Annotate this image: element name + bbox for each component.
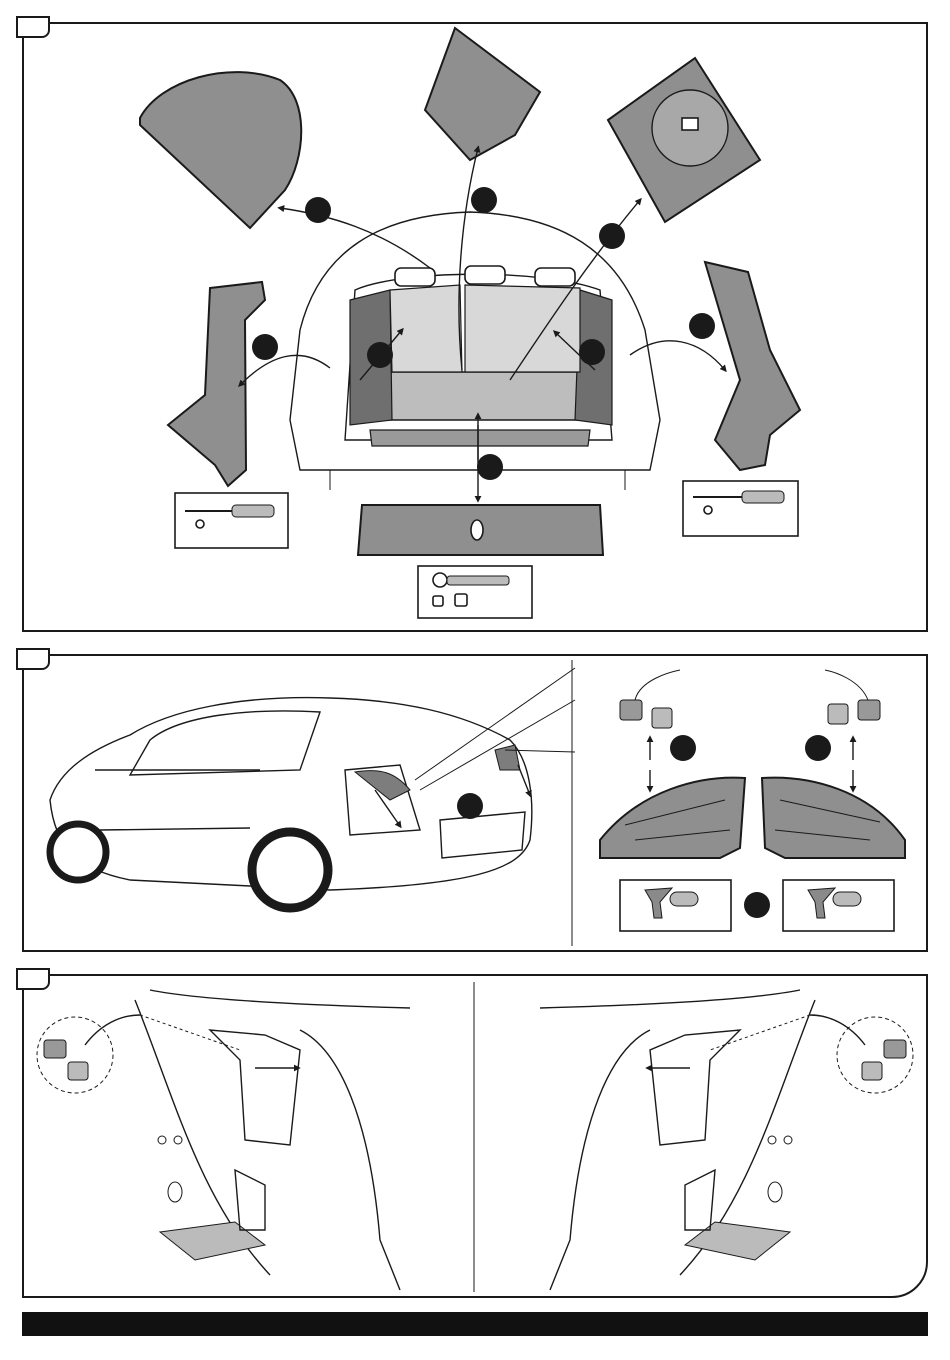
connector-icon bbox=[620, 670, 880, 728]
ratchet-icon bbox=[418, 566, 532, 618]
connector-icon bbox=[37, 1015, 913, 1093]
step-marker-icon bbox=[805, 735, 831, 761]
step-marker-icon bbox=[670, 735, 696, 761]
tool-box-clip-right bbox=[783, 880, 894, 931]
screwdriver-icon bbox=[683, 481, 798, 536]
left-side-trim-part bbox=[168, 282, 265, 486]
screwdriver-icon bbox=[175, 493, 288, 548]
step-marker-icon bbox=[744, 892, 770, 918]
left-body-cavity bbox=[135, 990, 410, 1290]
parcel-shelf-part bbox=[140, 72, 301, 228]
right-body-cavity bbox=[540, 990, 815, 1290]
floor-panel-part bbox=[425, 28, 540, 160]
tail-lamp-left bbox=[600, 778, 745, 858]
tail-lamp-right bbox=[762, 778, 905, 858]
step-marker-icon bbox=[457, 793, 483, 819]
tool-box-clip-left bbox=[620, 880, 731, 931]
right-side-trim-part bbox=[705, 262, 800, 470]
